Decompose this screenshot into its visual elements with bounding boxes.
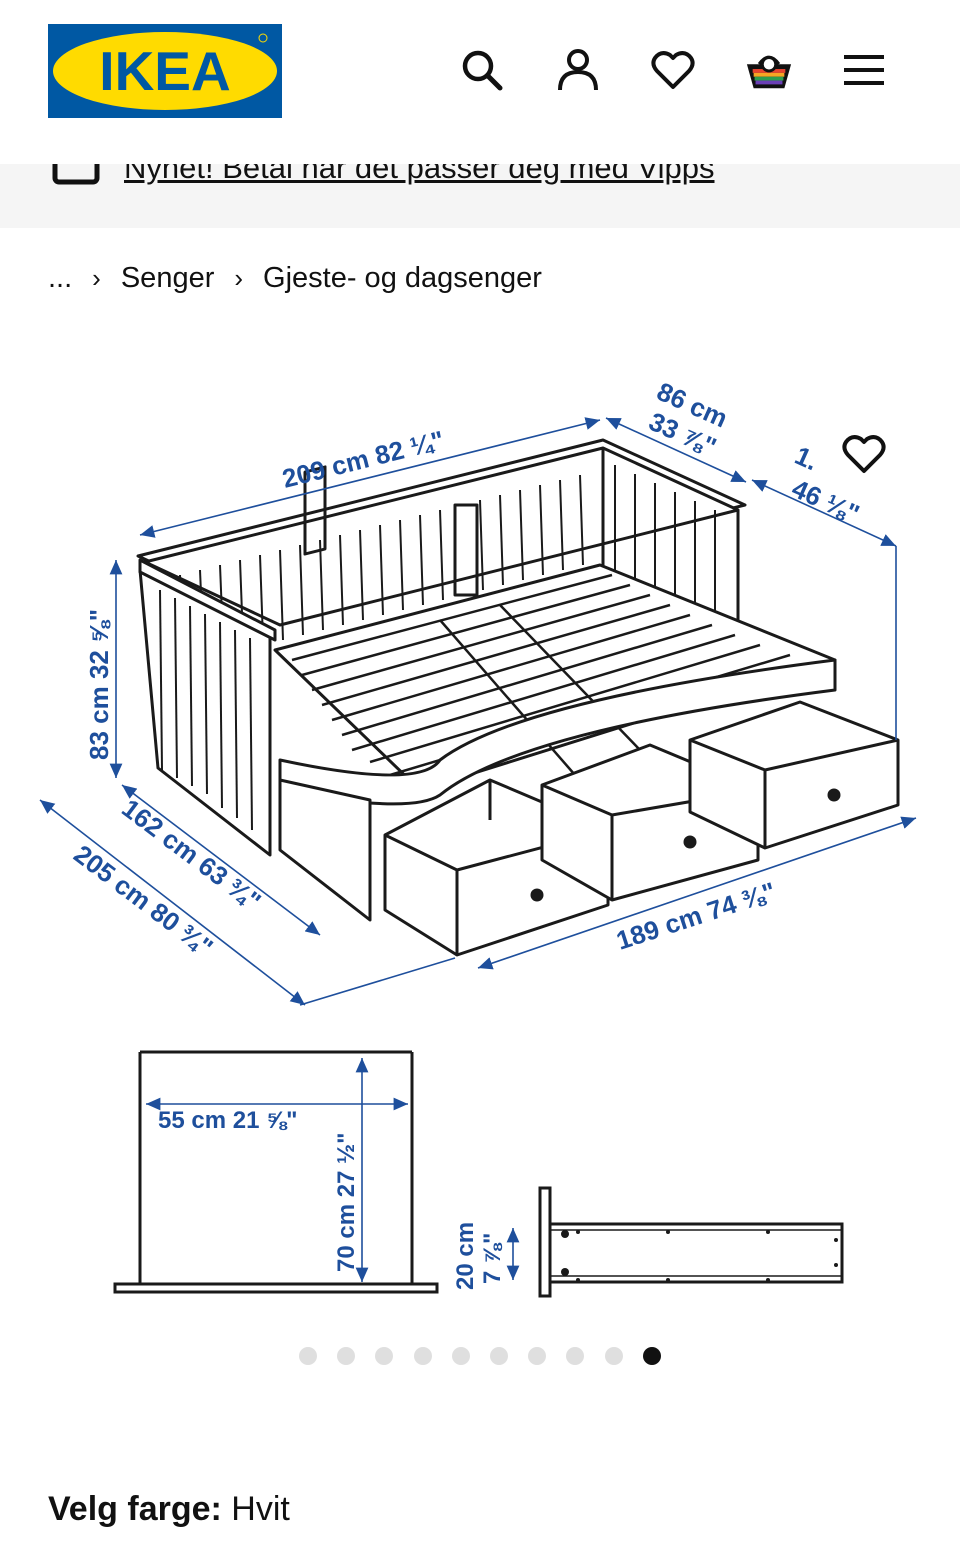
color-selector-value: Hvit [231,1490,290,1528]
label-20-in: 7 ⅞" [479,1233,506,1284]
label-209: 209 cm 82 ¼" [279,425,447,494]
headboard-dimension-lines [146,1058,408,1282]
color-selector-label: Velg farge: [48,1490,222,1528]
chevron-right-icon: › [234,262,244,293]
label-55: 55 cm 21 ⅝" [158,1107,297,1134]
label-side-cm: 1. [791,440,823,476]
daybed-illustration [136,438,900,957]
svg-text:IKEA: IKEA [99,40,230,102]
carousel-dot[interactable] [528,1347,547,1365]
label-side-in: 46 ⅛" [788,473,864,529]
image-carousel-dots [0,1344,960,1368]
user-icon[interactable] [554,46,602,94]
dimension-lines [39,417,917,1006]
drawer-detail [538,1186,844,1298]
carousel-dot[interactable] [299,1347,317,1365]
product-dimension-drawing[interactable]: 209 cm 82 ¼" 86 cm 33 ⅞" 1. 46 ⅛" 83 cm … [0,330,960,1330]
promo-banner-text[interactable]: Nyhet! Betal når det passer deg med Vipp… [124,164,715,185]
label-83: 83 cm 32 ⅝" [84,609,114,760]
promo-banner[interactable]: Nyhet! Betal når det passer deg med Vipp… [0,164,960,228]
color-selector[interactable]: Velg farge: Hvit [48,1490,290,1529]
payment-card-icon [52,164,100,185]
carousel-dot[interactable] [451,1347,470,1365]
carousel-dot[interactable] [642,1347,661,1365]
heart-icon [842,435,886,473]
carousel-dot[interactable] [490,1347,508,1365]
basket-icon[interactable] [745,46,793,94]
add-to-wishlist-button[interactable] [836,426,892,482]
top-header: IKEA [0,0,960,140]
label-70: 70 cm 27 ½" [333,1133,360,1272]
drawer-screws [561,1230,838,1282]
chevron-right-icon: › [92,262,101,293]
breadcrumb-ellipsis[interactable]: ... [48,261,73,294]
breadcrumb: ... › Senger › Gjeste- og dagsenger [48,258,542,298]
label-20-cm: 20 cm [452,1222,479,1290]
carousel-dot[interactable] [337,1347,356,1365]
ikea-logo[interactable]: IKEA [48,24,282,118]
heart-icon[interactable] [649,46,697,94]
carousel-dot[interactable] [413,1347,432,1365]
carousel-dot[interactable] [566,1347,585,1365]
menu-icon[interactable] [840,46,888,94]
carousel-dot[interactable] [375,1347,394,1365]
search-icon[interactable] [458,46,506,94]
carousel-dot[interactable] [604,1347,623,1365]
headboard-detail [113,1050,439,1294]
breadcrumb-senger[interactable]: Senger [120,261,215,294]
breadcrumb-gjeste-og-dagsenger[interactable]: Gjeste- og dagsenger [263,261,542,294]
